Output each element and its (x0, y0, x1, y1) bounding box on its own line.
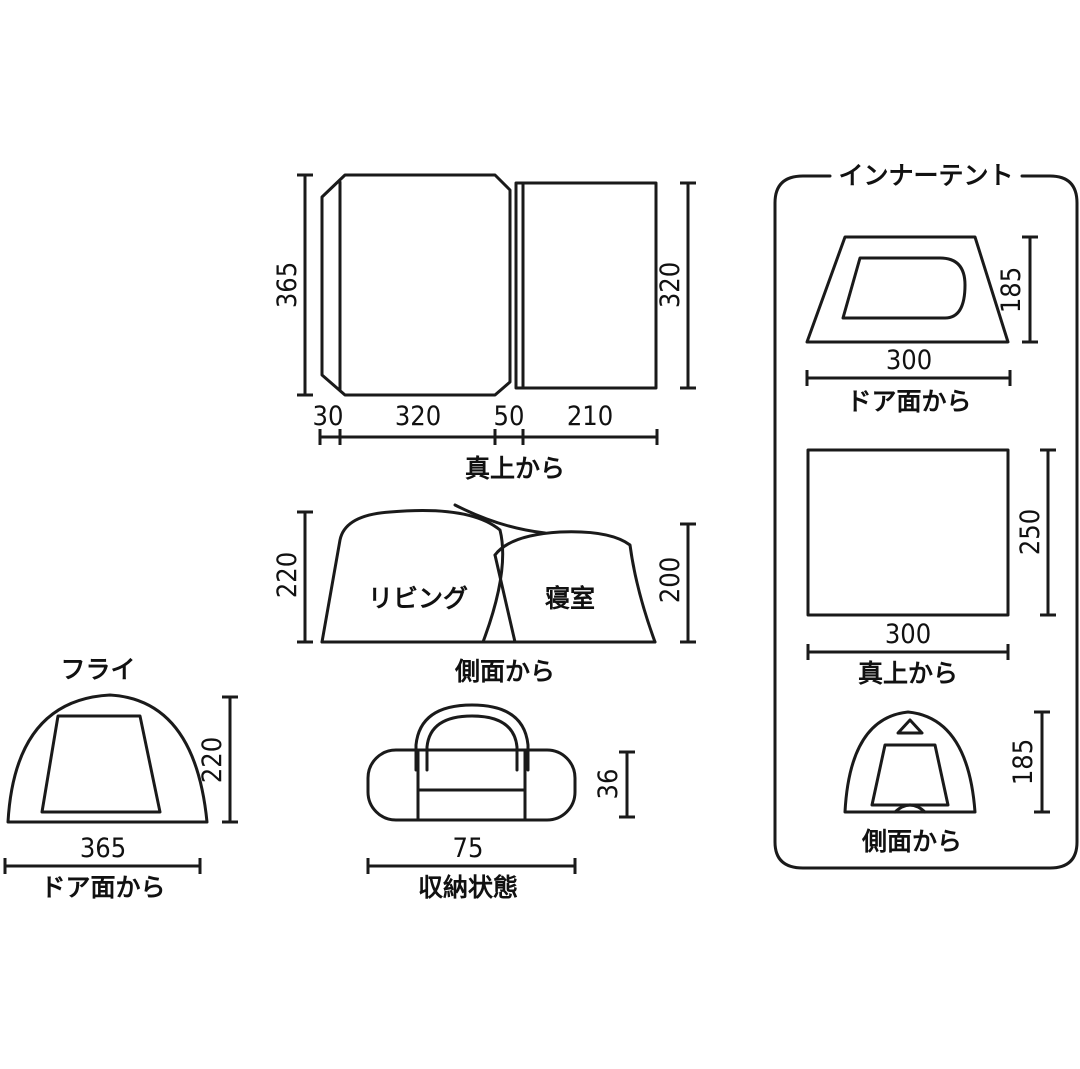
inner-door-window (841, 256, 967, 320)
inner-top-width-label: 300 (885, 619, 931, 650)
fly-height-label: 220 (197, 737, 228, 783)
inner-side-height-dimension (1034, 710, 1050, 814)
fly-width-label: 365 (80, 833, 126, 864)
side-view-living-shell (320, 509, 505, 644)
inner-side-vent (896, 718, 924, 735)
inner-door-caption: ドア面から (846, 387, 971, 416)
height-right-dimension (680, 522, 696, 644)
packed-handle-inner (425, 714, 519, 772)
inner-door-width-label: 300 (886, 345, 932, 376)
inner-tent-frame (773, 174, 1079, 870)
inner-door-body (805, 235, 1010, 344)
bedroom-label: 寝室 (545, 584, 595, 613)
packed-view: 36 75 収納状態 (366, 703, 635, 902)
height-right-label: 200 (655, 557, 686, 603)
height-left-label: 220 (272, 552, 303, 598)
inner-top-caption: 真上から (858, 659, 958, 688)
top-view: 365 320 30 320 50 210 真上から (272, 173, 696, 483)
inner-side-caption: 側面から (861, 827, 962, 856)
depth-left-dimension (297, 173, 313, 397)
depth-left-label: 365 (272, 262, 303, 308)
packed-width-dimension (366, 858, 577, 874)
inner-tent-title: インナーテント (838, 161, 1013, 190)
side-view-caption: 側面から (454, 657, 555, 686)
top-view-bedroom (514, 181, 658, 390)
inner-side-view: 185 側面から (843, 710, 1050, 856)
inner-door-view: 185 300 ドア面から (805, 235, 1038, 416)
top-view-vestibule (320, 173, 512, 397)
fly-title: フライ (60, 655, 135, 684)
fly-dome (6, 693, 209, 824)
inner-top-body (806, 448, 1010, 617)
packed-handle-outer (414, 703, 530, 772)
inner-tent-panel: インナーテント 185 300 ドア面から (773, 161, 1079, 870)
inner-side-body (843, 710, 977, 814)
packed-bag (366, 748, 577, 822)
inner-door-height-label: 185 (996, 267, 1027, 313)
inner-top-view: 250 300 真上から (806, 448, 1056, 688)
inner-side-height-label: 185 (1008, 739, 1039, 785)
inner-top-depth-label: 250 (1015, 509, 1046, 555)
packed-width-label: 75 (453, 833, 484, 864)
inner-side-bottom-arc (893, 803, 927, 814)
fly-door-panel (40, 714, 162, 814)
side-view-bedroom-door-line (493, 553, 517, 644)
packed-height-dimension (619, 750, 635, 819)
seg2-label: 320 (395, 401, 441, 432)
width-segments-dimension (318, 429, 659, 445)
fly-view: フライ 220 365 ドア面から (3, 655, 238, 902)
depth-right-label: 320 (655, 262, 686, 308)
seg4-label: 210 (567, 401, 613, 432)
inner-door-width-dimension (805, 370, 1012, 386)
inner-door-height-dimension (1022, 235, 1038, 344)
inner-top-depth-dimension (1040, 448, 1056, 617)
fly-caption: ドア面から (40, 873, 165, 902)
inner-side-door (870, 743, 950, 807)
packed-caption: 収納状態 (418, 873, 518, 902)
side-view: リビング 寝室 220 200 側面から (272, 503, 696, 686)
seg3-label: 50 (494, 401, 525, 432)
seg1-label: 30 (313, 401, 344, 432)
inner-top-width-dimension (806, 644, 1010, 660)
packed-height-label: 36 (593, 769, 624, 800)
side-view-bedroom-shell (493, 530, 657, 644)
height-left-dimension (297, 510, 313, 644)
living-label: リビング (368, 584, 468, 613)
fly-height-dimension (222, 695, 238, 824)
depth-right-dimension (680, 181, 696, 390)
fly-width-dimension (3, 858, 202, 874)
side-view-connecting-roof (453, 503, 547, 535)
top-view-caption: 真上から (465, 454, 565, 483)
